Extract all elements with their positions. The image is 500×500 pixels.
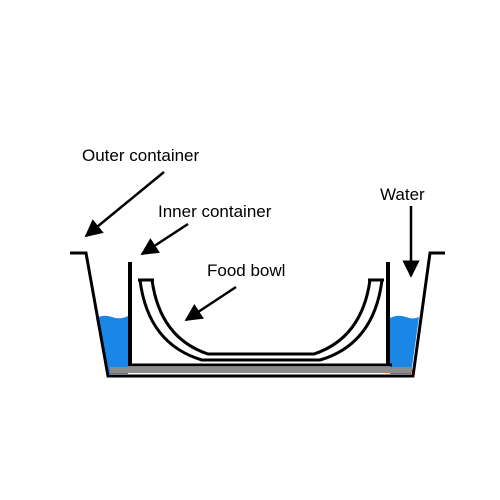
food-bowl-arrow (184, 285, 237, 322)
outer-container-wall (70, 251, 445, 378)
inner-container-label: Inner container (158, 202, 272, 221)
labels: Outer container Inner container Food bow… (82, 146, 425, 280)
water-body (96, 315, 419, 374)
inner-container-base-strip (110, 367, 412, 373)
inner-container (110, 262, 412, 373)
outer-container-arrow (84, 171, 165, 238)
food-bowl-outer-outline (138, 279, 384, 362)
water-label: Water (380, 185, 425, 204)
inner-container-arrow (140, 222, 189, 256)
food-bowl (138, 278, 384, 362)
water-left (96, 315, 128, 374)
outer-container (70, 251, 445, 378)
annotation-arrows (84, 171, 420, 322)
food-bowl-inner-outline (150, 279, 372, 356)
food-bowl-label: Food bowl (207, 261, 285, 280)
outer-container-label: Outer container (82, 146, 200, 165)
water-right (390, 315, 419, 374)
